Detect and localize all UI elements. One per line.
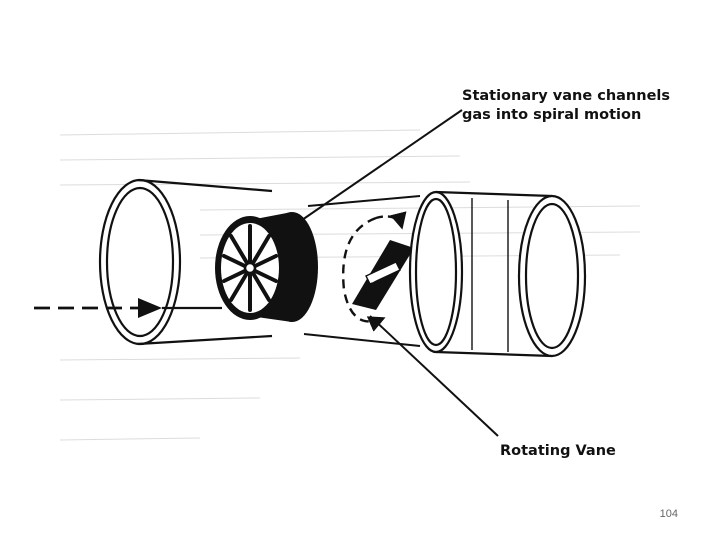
- stationary-vane-leader: [301, 109, 463, 221]
- middle-section: [303, 195, 434, 347]
- inlet-pipe: [98, 178, 273, 346]
- rotating-vane: [352, 240, 414, 310]
- flow-arrow: [34, 298, 222, 318]
- rotating-vane-label: Rotating Vane: [500, 443, 616, 459]
- stationary-vane-label-line1: Stationary vane channels: [462, 88, 670, 104]
- page-number: 104: [659, 508, 678, 520]
- stationary-vane-label-line2: gas into spiral motion: [462, 107, 641, 123]
- stationary-vane: [215, 212, 318, 322]
- rotating-vane-leader: [369, 315, 499, 437]
- outlet-pipe: [408, 190, 587, 358]
